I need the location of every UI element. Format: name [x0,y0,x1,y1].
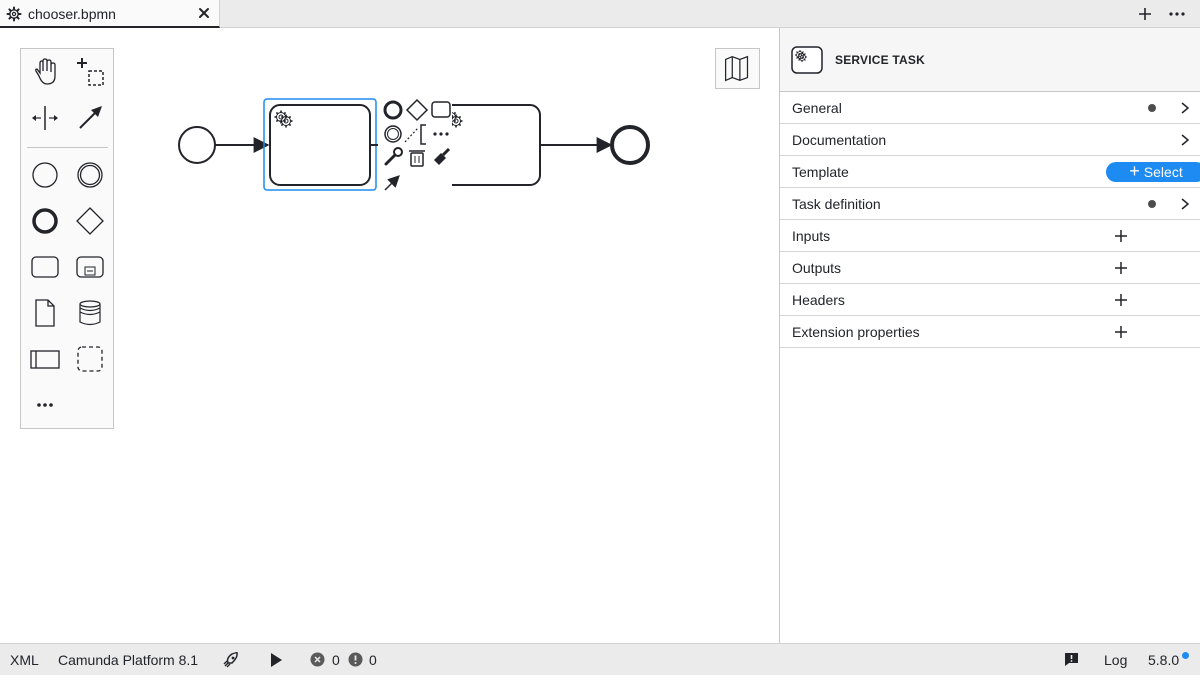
append-task-icon[interactable] [431,101,451,118]
group-headers[interactable]: Headers [780,284,1200,316]
more-options-icon[interactable] [1168,5,1186,23]
append-end-event-icon[interactable] [383,100,403,120]
play-icon[interactable] [268,652,284,668]
warning-count: 0 [369,652,377,668]
subprocess-icon[interactable] [73,250,107,284]
more-tools-icon[interactable] [28,388,62,422]
group-task-definition[interactable]: Task definition [780,188,1200,220]
platform-version[interactable]: Camunda Platform 8.1 [58,652,199,668]
add-header-icon[interactable] [1113,292,1129,308]
plus-icon: + [1129,161,1140,181]
pool-icon[interactable] [28,342,62,376]
properties-panel: SERVICE TASK General Documentation Templ… [779,28,1200,643]
text-annotation-icon[interactable] [420,124,426,145]
global-connect-tool-icon[interactable] [73,101,107,135]
chevron-right-icon[interactable] [1178,132,1192,148]
data-store-icon[interactable] [73,296,107,330]
group-template: Template + Select [780,156,1200,188]
group-icon[interactable] [73,342,107,376]
template-select-button[interactable]: + Select [1106,162,1200,182]
color-brush-icon[interactable] [434,147,451,165]
deploy-rocket-icon[interactable] [222,651,240,669]
error-count: 0 [332,652,340,668]
bpmn-diagram[interactable] [0,28,779,643]
group-outputs[interactable]: Outputs [780,252,1200,284]
data-marker-dot [1148,104,1156,112]
add-input-icon[interactable] [1113,228,1129,244]
group-inputs[interactable]: Inputs [780,220,1200,252]
tab-title: chooser.bpmn [28,6,116,22]
service-task-icon [791,46,823,74]
hand-tool-icon[interactable] [28,55,62,89]
status-bar: XML Camunda Platform 8.1 0 0 Log 5.8.0 [0,643,1200,675]
end-event[interactable] [610,125,650,165]
tab-bar: chooser.bpmn [0,0,1200,28]
log-toggle[interactable]: Log [1104,652,1128,668]
close-icon[interactable] [196,5,212,21]
connect-arrow-icon[interactable] [384,175,400,191]
group-documentation[interactable]: Documentation [780,124,1200,156]
feedback-icon[interactable] [1063,651,1080,668]
add-output-icon[interactable] [1113,260,1129,276]
add-tab-icon[interactable] [1136,5,1154,23]
end-event-icon[interactable] [28,204,62,238]
more-options-icon[interactable] [433,132,449,136]
chevron-right-icon[interactable] [1178,100,1192,116]
intermediate-event-icon[interactable] [73,158,107,192]
add-extension-property-icon[interactable] [1113,324,1129,340]
properties-header: SERVICE TASK [780,28,1200,92]
tool-palette [20,48,114,429]
element-type-label: SERVICE TASK [835,53,925,67]
group-extension-properties[interactable]: Extension properties [780,316,1200,348]
palette-separator [27,147,108,148]
data-object-icon[interactable] [28,296,62,330]
lasso-tool-icon[interactable] [73,55,107,89]
start-event[interactable] [178,126,216,164]
minimap-toggle[interactable] [715,48,760,89]
data-marker-dot [1148,200,1156,208]
space-tool-icon[interactable] [28,101,62,135]
update-indicator-dot [1182,652,1189,659]
warning-icon[interactable] [348,652,363,667]
chevron-right-icon[interactable] [1178,196,1192,212]
task-icon[interactable] [28,250,62,284]
gateway-icon[interactable] [73,204,107,238]
group-general[interactable]: General [780,92,1200,124]
start-event-icon[interactable] [28,158,62,192]
wrench-icon[interactable] [384,147,403,166]
tab-chooser-bpmn[interactable]: chooser.bpmn [0,0,220,28]
connect-icon[interactable] [404,127,419,143]
app-version[interactable]: 5.8.0 [1148,652,1180,668]
error-icon[interactable] [310,652,325,667]
gear-icon [6,6,22,22]
xml-toggle[interactable]: XML [10,652,39,668]
map-icon [724,55,749,82]
append-gateway-icon[interactable] [405,98,429,122]
bpmn-canvas[interactable] [0,28,779,643]
trash-icon[interactable] [409,150,425,167]
